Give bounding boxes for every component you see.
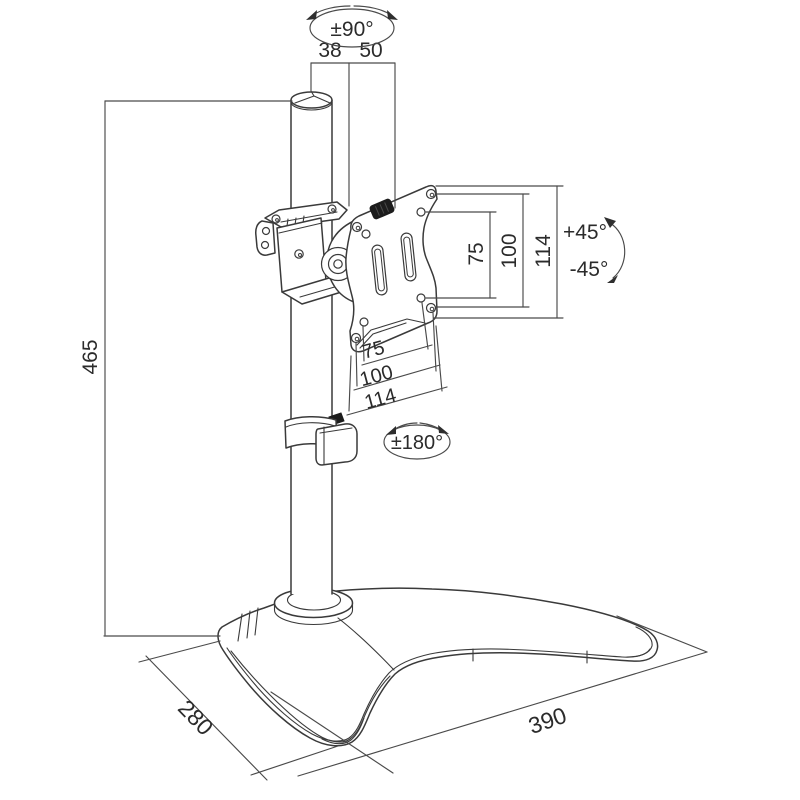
vesa-hole-inner-bl — [359, 317, 369, 327]
clamp-collar-bolt-right-dot — [331, 208, 335, 212]
tilt-symbol: +45° -45° — [563, 217, 626, 283]
wit-h100-left — [355, 342, 358, 387]
cable-clip-hook-inner — [319, 426, 353, 465]
rotation-pole-label: ±90° — [330, 18, 373, 41]
rotation-vesa-arrow-left — [386, 426, 396, 435]
tilt-arrow-up — [604, 217, 616, 228]
base — [217, 587, 659, 747]
dim-280-line — [145, 655, 268, 781]
clamp-block-screw-dot — [298, 253, 302, 257]
rotation-vesa-label: ±180° — [391, 432, 443, 454]
vesa-assembly — [320, 184, 438, 353]
vesa-slot-left — [371, 244, 388, 296]
base-step-contour-2 — [230, 650, 391, 743]
dim-vesa-horizontal: 75 100 114 — [346, 302, 448, 416]
dim-label-38: 38 — [318, 39, 341, 62]
cable-clip-ring-inner — [285, 422, 336, 428]
base-step-contour-3 — [321, 717, 365, 745]
vesa-hole-outer-bl-dot — [354, 336, 360, 342]
clamp-collar-inner — [280, 211, 338, 223]
base-toe-step-tick-3 — [254, 607, 259, 636]
clamp-ear — [255, 220, 276, 256]
base-top-crease — [337, 617, 395, 671]
clamp-ear-bolt-top — [261, 226, 271, 236]
vesa-hole-inner-tl — [361, 229, 371, 239]
rotation-pole-ellipse — [309, 8, 395, 48]
vesa-slot-right — [400, 232, 417, 282]
vesa-hole-outer-tl-dot — [355, 225, 361, 231]
base-collar-wall — [273, 602, 354, 626]
base-outline — [217, 587, 659, 747]
dim-top-offsets: 38 50 — [310, 39, 396, 209]
vesa-hole-inner-br — [416, 293, 426, 303]
dim-h100-line — [353, 364, 441, 391]
pivot-boss-center — [333, 259, 343, 269]
wit-h114-left — [348, 355, 352, 412]
vesa-hole-outer-br-dot — [429, 306, 435, 312]
dim-h75-line — [361, 344, 433, 366]
wit-h100-right — [432, 312, 437, 372]
dim-label-v75: 75 — [465, 242, 488, 265]
wit-280-bottom — [250, 745, 339, 776]
dim-h114-line — [346, 386, 448, 416]
pole — [290, 90, 333, 595]
base-toe-step-tick-2 — [246, 610, 251, 639]
clamp-bottom-wedge-edge — [299, 285, 339, 298]
dim-height: 465 — [79, 100, 293, 637]
dim-label-50: 50 — [359, 39, 382, 62]
rotation-vesa-ellipse — [383, 424, 451, 460]
base-right-lobe-contour — [626, 626, 653, 658]
tilt-down-label: -45° — [570, 258, 609, 281]
clamp-collar-bolt-left-dot — [275, 218, 279, 222]
wit-280-top — [138, 640, 221, 663]
pole-body — [291, 100, 332, 594]
dim-label-280: 280 — [173, 695, 218, 741]
pole-cap-rim — [290, 101, 333, 111]
wit-h75-left — [362, 326, 365, 362]
rotation-pole-arc-left — [312, 5, 351, 16]
rotation-symbol-vesa: ±180° — [383, 422, 451, 460]
rotation-vesa-arrow-right — [438, 425, 449, 434]
tilt-arrow-down — [607, 275, 618, 283]
cable-clip — [284, 412, 358, 466]
wit-h75-right — [421, 302, 429, 350]
dim-label-465: 465 — [79, 339, 102, 374]
clamp-ear-bolt-bottom — [260, 240, 270, 250]
wit-h114-right — [435, 325, 443, 392]
vesa-hole-inner-tr — [416, 207, 426, 217]
vesa-plate-bend-line-1 — [356, 318, 426, 346]
dim-label-v100: 100 — [498, 233, 521, 268]
vesa-hole-outer-tr-dot — [429, 192, 435, 198]
dimensions: 38 50 ±90° 465 — [79, 5, 708, 781]
tilt-knob — [369, 198, 395, 220]
cable-clip-hook — [315, 423, 358, 466]
wit-390-right — [616, 615, 708, 653]
rotation-symbol-pole: ±90° — [306, 5, 398, 48]
dim-label-390: 390 — [525, 702, 570, 739]
dim-base: 280 390 — [138, 615, 708, 781]
dim-label-v114: 114 — [532, 234, 555, 268]
rotation-pole-arrow-left — [306, 10, 317, 20]
tilt-arc — [609, 222, 626, 279]
rotation-pole-arc-right — [353, 5, 392, 16]
base-step-contour-1 — [226, 647, 651, 742]
pole-cap — [290, 91, 333, 109]
wit-390-left — [270, 691, 394, 774]
vesa-plate-bend-line-2 — [359, 322, 407, 349]
pole-clamp — [255, 201, 349, 305]
clamp-front-block-edge — [278, 222, 323, 234]
dim-vesa-vertical: 75 100 114 — [425, 185, 564, 319]
vesa-plate — [345, 184, 438, 353]
base-toe-step-tick-1 — [237, 613, 243, 642]
tilt-up-label: +45° — [563, 221, 607, 244]
rotation-pole-arrow-right — [387, 10, 398, 20]
dim-390-line — [297, 651, 708, 777]
